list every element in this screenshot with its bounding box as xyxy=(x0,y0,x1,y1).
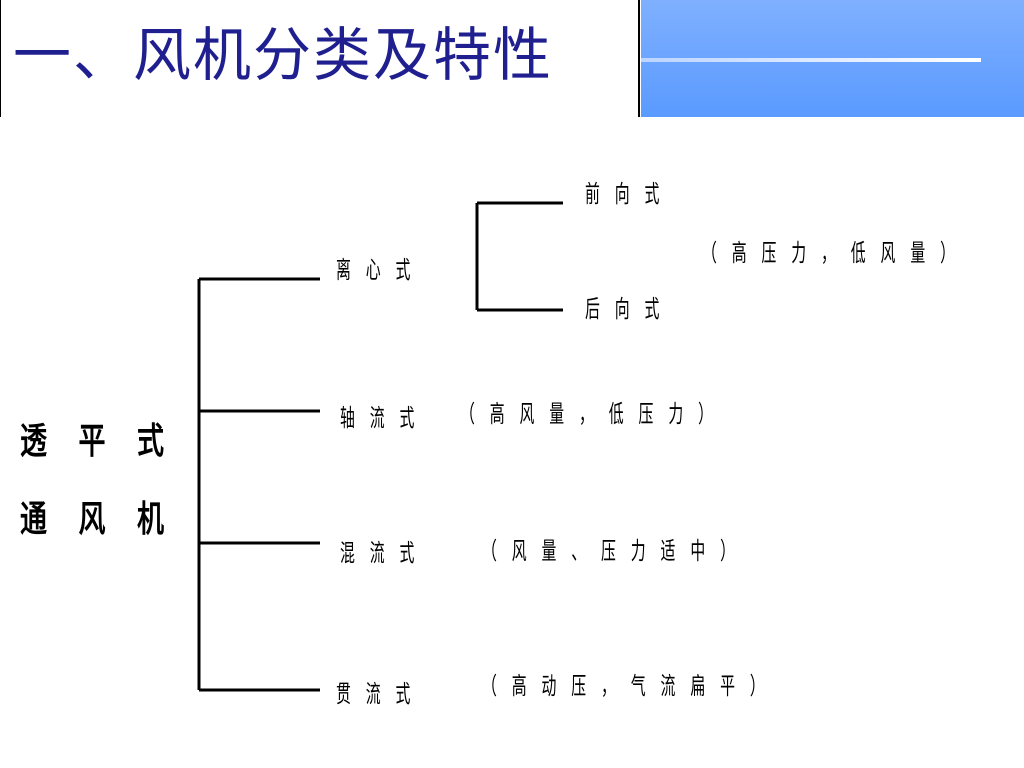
branch-label-mixed: 混流式 xyxy=(340,539,430,567)
branch-label-crossflow: 贯流式 xyxy=(336,680,426,708)
branch-note-axial: （高风量，低压力） xyxy=(460,400,728,428)
slide-title: 一、风机分类及特性 xyxy=(13,21,554,89)
branch-label-axial: 轴流式 xyxy=(340,404,430,432)
branch-note-crossflow: （高动压，气流扁平） xyxy=(482,672,780,700)
title-box: 一、风机分类及特性 xyxy=(0,0,640,117)
header-band-line xyxy=(641,58,981,62)
root-label-line1: 透平式 xyxy=(20,421,196,462)
subtype-label-forward: 前向式 xyxy=(585,180,675,208)
centrifugal-note: （高压力，低风量） xyxy=(702,239,970,267)
subtype-label-backward: 后向式 xyxy=(585,295,675,323)
branch-note-mixed: （风量、压力适中） xyxy=(482,537,750,565)
branch-label-centrifugal: 离心式 xyxy=(336,256,426,284)
root-label-line2: 通风机 xyxy=(20,499,196,540)
